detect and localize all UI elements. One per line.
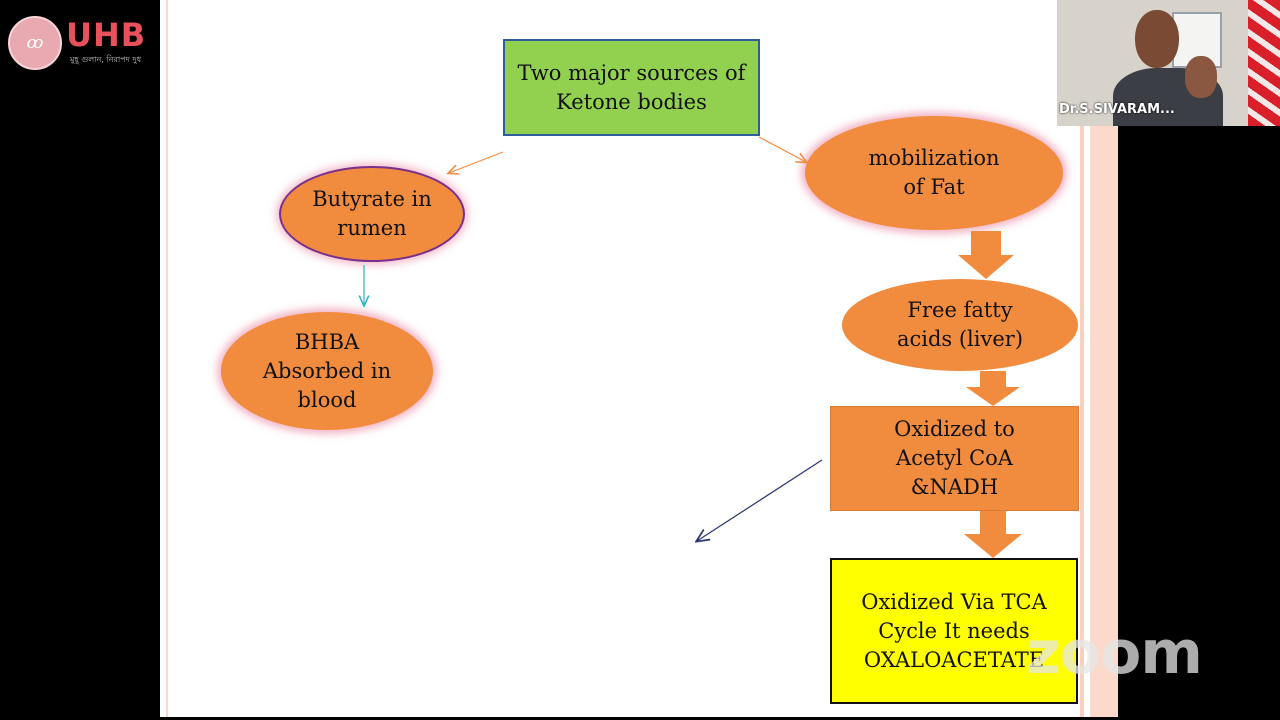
- arrow-to-mobilization: [758, 136, 806, 162]
- participant-name-label: Dr.S.SIVARAM...: [1059, 102, 1175, 117]
- title-box: Two major sources of Ketone bodies: [503, 39, 760, 136]
- butyrate-ellipse: Butyrate in rumen: [279, 166, 465, 262]
- slide-border-band: [1080, 0, 1084, 717]
- oxidized-acetyl-box: Oxidized to Acetyl CoA &NADH: [830, 406, 1079, 511]
- mobilization-ellipse: mobilization of Fat: [805, 116, 1063, 230]
- logo-emblem-icon: ꝏ: [8, 16, 62, 70]
- oxidized-tca-box: Oxidized Via TCA Cycle It needs OXALOACE…: [830, 558, 1078, 704]
- block-arrow-fat-to-ffa: [958, 231, 1014, 279]
- participant-head: [1135, 10, 1179, 68]
- participant-hand: [1185, 56, 1217, 98]
- logo-text: UHB: [66, 16, 147, 54]
- uhb-logo: ꝏ UHB মুহূ গুলান, নিরাপদ দুধ: [6, 14, 156, 74]
- bhba-ellipse: BHBA Absorbed in blood: [221, 312, 433, 430]
- participant-video[interactable]: Dr.S.SIVARAM...: [1057, 0, 1280, 126]
- background-curtain: [1248, 0, 1280, 126]
- arrow-from-acetyl: [697, 459, 823, 541]
- block-arrow-acetyl-to-tca: [964, 511, 1022, 558]
- slide-border-left: [166, 0, 168, 717]
- block-arrow-ffa-to-acetyl: [966, 371, 1020, 406]
- logo-tagline: মুহূ গুলান, নিরাপদ দুধ: [70, 55, 142, 64]
- zoom-watermark: zoom: [1026, 618, 1203, 688]
- free-fatty-acids-ellipse: Free fatty acids (liver): [842, 279, 1078, 371]
- shared-slide: Two major sources of Ketone bodies Butyr…: [160, 0, 1118, 717]
- arrow-to-butyrate: [449, 151, 504, 173]
